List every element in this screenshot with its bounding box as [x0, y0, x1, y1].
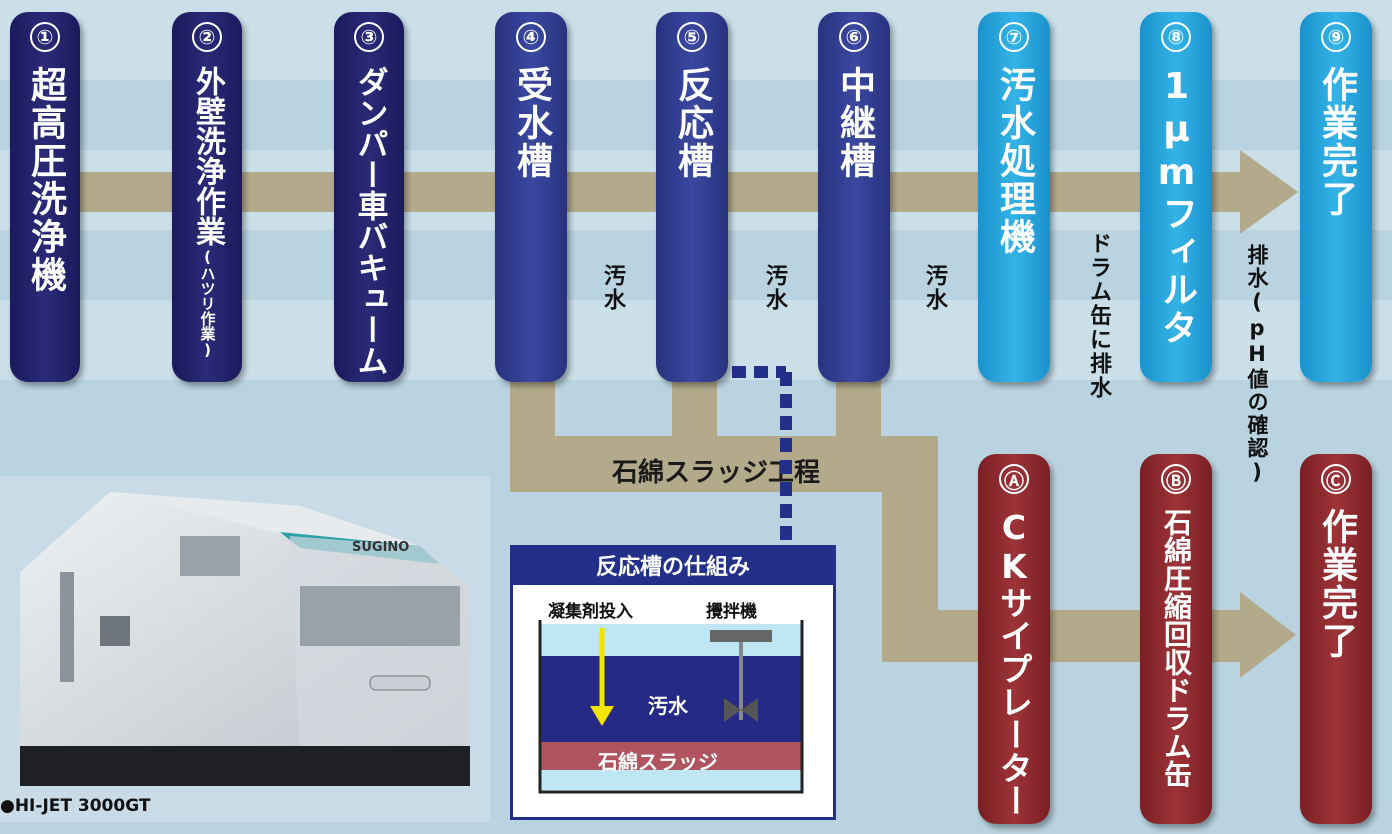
step-label: CKサイプレーター	[994, 508, 1034, 817]
sludge-step-a-pill: Ⓐ CKサイプレーター	[978, 454, 1050, 824]
dotted-connector	[732, 366, 792, 542]
step-label: 反応槽	[672, 66, 713, 180]
step-5-pill: ⑤ 反応槽	[656, 12, 728, 382]
step-number: ⑦	[999, 22, 1029, 52]
step-number: ①	[30, 22, 60, 52]
dirty-water-label-2: 汚水	[762, 264, 787, 312]
machine-illustration	[20, 492, 470, 786]
reactor-box-title: 反応槽の仕組み	[510, 545, 836, 585]
dirty-water-label-1: 汚水	[600, 264, 625, 312]
step-label: 作業完了	[1316, 508, 1357, 660]
sludge-branch	[510, 436, 938, 492]
sludge-branch	[836, 380, 881, 440]
step-9-pill: ⑨ 作業完了	[1300, 12, 1372, 382]
step-number: ③	[354, 22, 384, 52]
step-number: Ⓒ	[1321, 464, 1351, 494]
step-number: ⑥	[839, 22, 869, 52]
step-label: 汚水処理機	[994, 66, 1035, 256]
stirrer-label: 攪拌機	[706, 602, 757, 622]
drain-ph-label: 排水(pH値の確認)	[1245, 244, 1269, 486]
dirty-water-label-3: 汚水	[922, 264, 947, 312]
sludge-branch	[510, 380, 555, 440]
step-7-pill: ⑦ 汚水処理機	[978, 12, 1050, 382]
step-label: 超高圧洗浄機	[25, 66, 66, 294]
step-number: Ⓑ	[1161, 464, 1191, 494]
step-2-pill: ② 外壁洗浄作業 (ハツリ作業)	[172, 12, 242, 382]
reactor-tank	[538, 620, 804, 794]
step-8-pill: ⑧ 1μmフィルタ	[1140, 12, 1212, 382]
step-4-pill: ④ 受水槽	[495, 12, 567, 382]
step-number: ②	[192, 22, 222, 52]
step-6-pill: ⑥ 中継槽	[818, 12, 890, 382]
machine-brand: SUGINO	[352, 540, 410, 555]
step-number: Ⓐ	[999, 464, 1029, 494]
step-note: (ハツリ作業)	[198, 248, 217, 359]
step-1-pill: ① 超高圧洗浄機	[10, 12, 80, 382]
machine-caption: ●HI-JET 3000GT	[0, 796, 151, 816]
step-label: 石綿圧縮回収ドラム缶	[1160, 508, 1193, 788]
step-label: 中継槽	[834, 66, 875, 180]
main-flow-arrowhead	[1240, 150, 1298, 234]
dirty-water-tank-label: 汚水	[648, 694, 688, 718]
step-number: ⑧	[1161, 22, 1191, 52]
sludge-arrowhead	[1240, 592, 1296, 678]
sludge-tank-label: 石綿スラッジ	[598, 750, 718, 774]
step-label: 作業完了	[1316, 66, 1357, 218]
step-number: ⑨	[1321, 22, 1351, 52]
step-number: ⑤	[677, 22, 707, 52]
step-label: 外壁洗浄作業	[190, 66, 225, 246]
machine-photo: SUGINO ●HI-JET 3000GT	[0, 476, 490, 822]
step-label: ダンパー車バキューム	[351, 66, 388, 376]
step-label: 受水槽	[511, 66, 552, 180]
sludge-step-b-pill: Ⓑ 石綿圧縮回収ドラム缶	[1140, 454, 1212, 824]
drum-drain-label: ドラム缶に排水	[1086, 232, 1111, 400]
sludge-branch	[672, 380, 717, 440]
sludge-step-c-pill: Ⓒ 作業完了	[1300, 454, 1372, 824]
step-label: 1μmフィルタ	[1156, 66, 1197, 347]
step-number: ④	[516, 22, 546, 52]
step-3-pill: ③ ダンパー車バキューム	[334, 12, 404, 382]
coagulant-label: 凝集剤投入	[548, 602, 633, 622]
